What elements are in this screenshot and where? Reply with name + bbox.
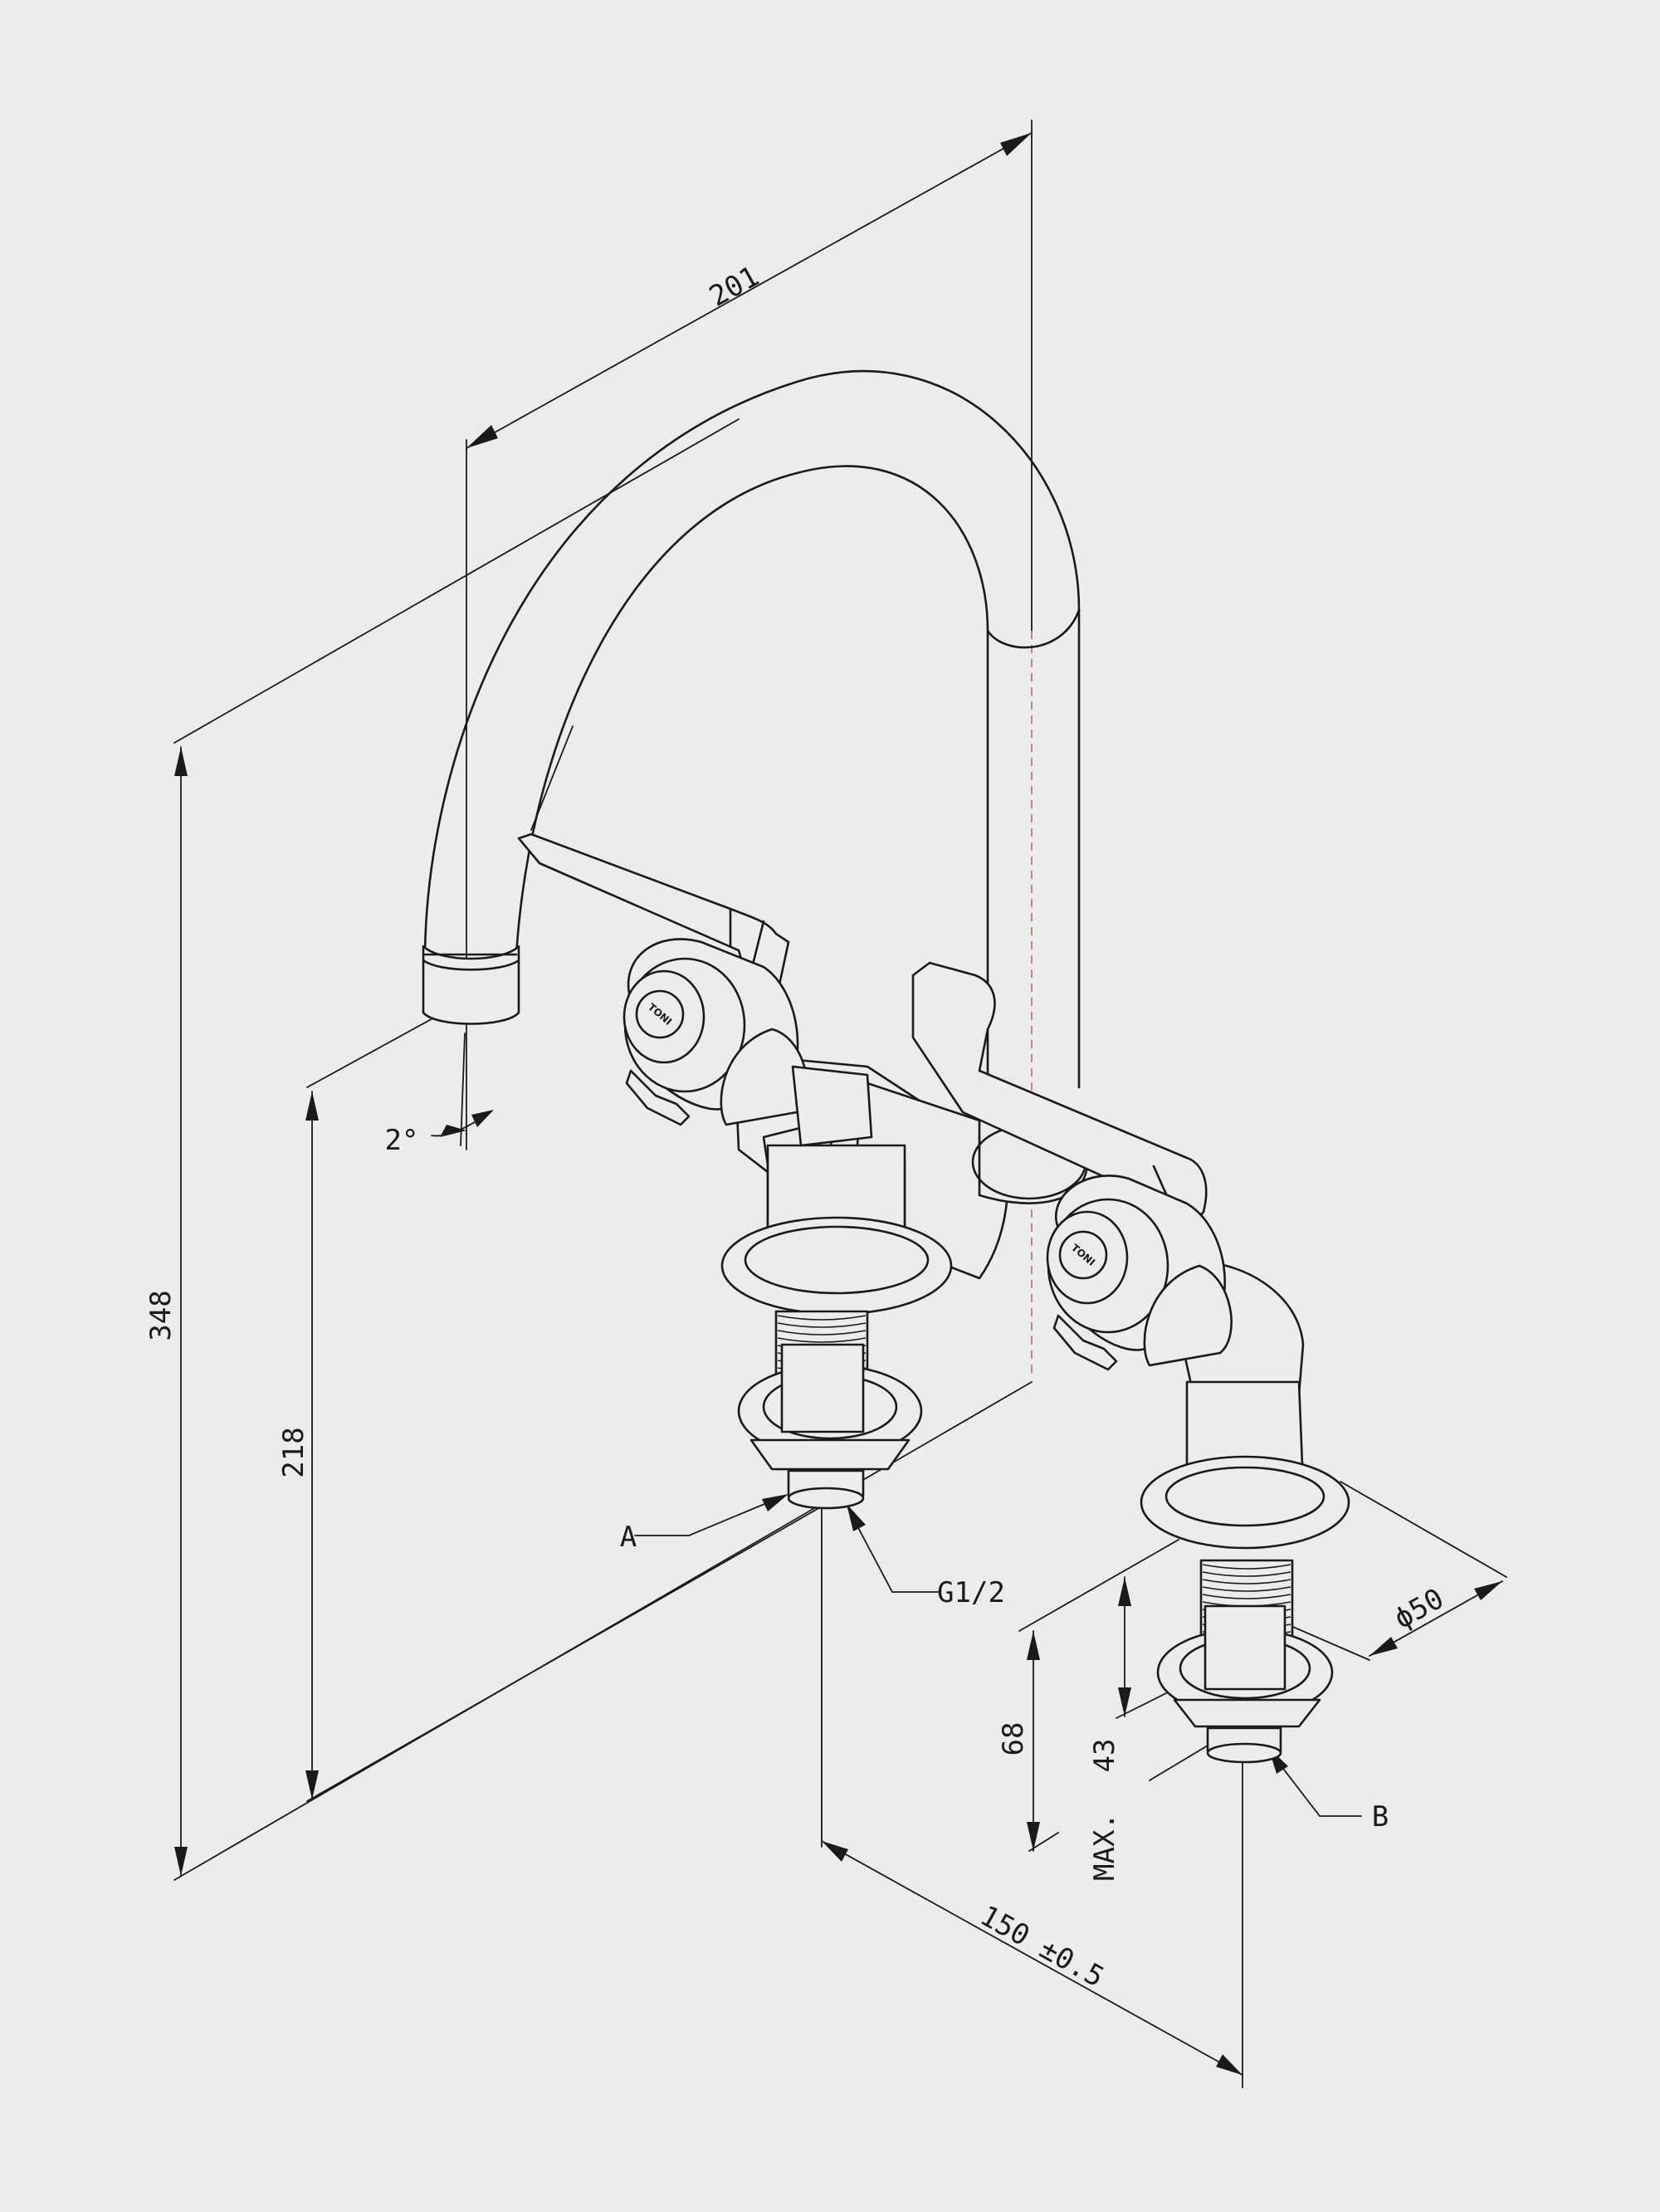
right-shank [1156,1559,1334,1764]
dim-flange-diameter-label: ϕ50 [1389,1582,1449,1636]
left-valve-assembly: TONI [622,938,953,1316]
dim-reach-label: 201 [704,260,764,314]
right-valve-assembly: TONI [1046,1174,1350,1550]
dim-angle-label: 2° [385,1124,419,1157]
dim-max-thickness-prefix: MAX. [1088,1813,1121,1881]
callout-thread-label: G1/2 [937,1576,1005,1609]
spout [422,369,1081,1106]
dim-max-thickness-value: 43 [1088,1739,1121,1773]
dim-center-distance-label: 150 ±0.5 [974,1899,1110,1994]
dim-shank-length-label: 68 [997,1722,1030,1756]
left-shank [737,1310,923,1510]
callout-b-label: B [1372,1800,1389,1834]
dim-total-height-label: 348 [144,1290,178,1340]
dimension-lines [173,120,1507,2088]
callout-a-label: A [620,1521,637,1554]
dim-outlet-height-label: 218 [277,1427,310,1477]
